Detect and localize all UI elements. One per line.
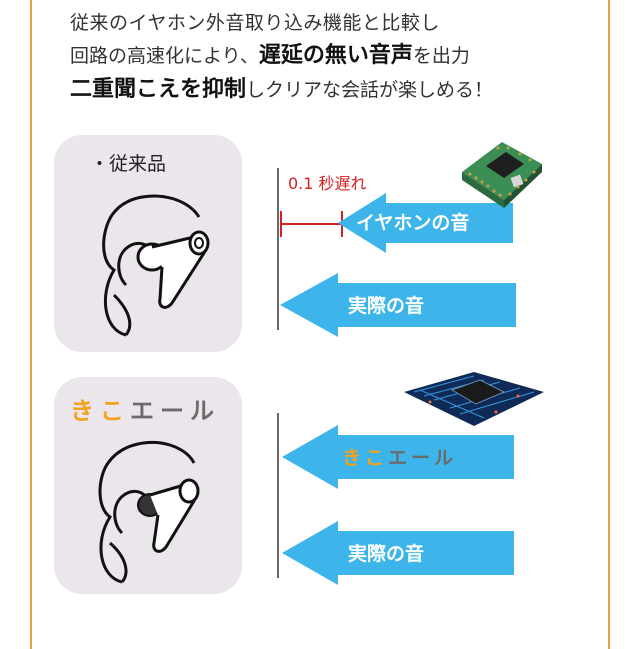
- earphone-sound-arrow: [338, 193, 513, 253]
- kikoel-sound-ki: き: [342, 447, 366, 469]
- intro-line-3-suffix: しクリアな会話が楽しめる！: [246, 79, 494, 101]
- actual-sound-label-1: 実際の音: [348, 295, 425, 317]
- kikoel-logo: きこエール: [70, 391, 220, 426]
- kikoel-timeline: [277, 413, 279, 578]
- conventional-timeline: [277, 168, 279, 330]
- frame-border-left: [30, 0, 32, 649]
- intro-line-2: 回路の高速化により、遅延の無い音声を出力: [70, 40, 590, 72]
- conventional-panel: ・従来品: [54, 135, 242, 352]
- earphone-sound-label: イヤホンの音: [356, 212, 470, 234]
- delay-bracket-line: [280, 223, 342, 225]
- kikoel-logo-ko: こ: [100, 397, 130, 425]
- kikoel-logo-ki: き: [70, 397, 100, 425]
- kikoel-panel: きこエール: [54, 377, 242, 594]
- conventional-chip-icon: [462, 142, 542, 208]
- ear-with-earphone-icon: [102, 194, 210, 337]
- kikoel-sound-arrow: [282, 425, 514, 489]
- actual-sound-label-2: 実際の音: [348, 543, 425, 565]
- actual-sound-arrow-2: [282, 521, 514, 585]
- kikoel-sound-rest: エール: [388, 447, 458, 469]
- delay-label: 0.1 秒遅れ: [288, 174, 367, 193]
- conventional-label: ・従来品: [90, 153, 167, 175]
- intro-line-2-bold: 遅延の無い音声: [258, 43, 413, 68]
- kikoel-sound-ko: こ: [365, 447, 389, 469]
- intro-line-2-prefix: 回路の高速化により、: [70, 45, 259, 67]
- kikoel-sound-label: きこエール: [342, 443, 457, 470]
- intro-text: 従来のイヤホン外音取り込み機能と比較し 回路の高速化により、遅延の無い音声を出力…: [70, 6, 590, 108]
- intro-line-3-bold: 二重聞こえを抑制: [70, 77, 247, 102]
- kikoel-chip-icon: [404, 372, 544, 426]
- ear-with-earbud-icon: [98, 441, 200, 584]
- intro-line-3: 二重聞こえを抑制しクリアな会話が楽しめる！: [70, 72, 590, 108]
- kikoel-logo-rest: エール: [130, 397, 220, 425]
- actual-sound-arrow-1: [280, 273, 516, 337]
- intro-line-1: 従来のイヤホン外音取り込み機能と比較し: [70, 12, 440, 34]
- intro-line-2-suffix: を出力: [412, 45, 470, 67]
- frame-border-right: [608, 0, 610, 649]
